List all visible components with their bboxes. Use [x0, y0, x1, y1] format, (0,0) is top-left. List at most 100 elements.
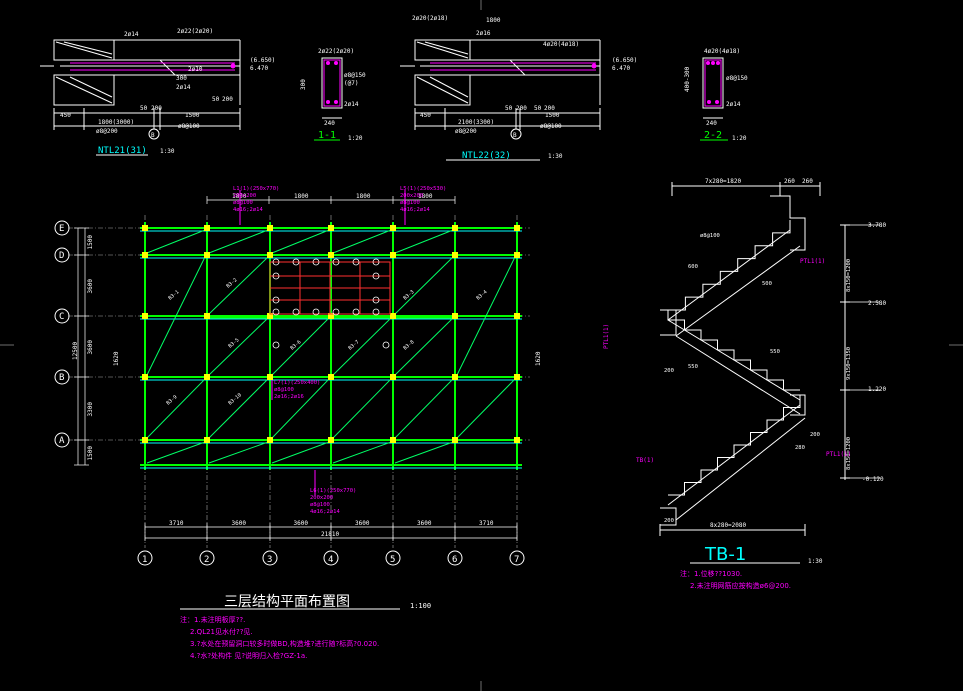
callout-l5-3: ø8@100 — [400, 200, 420, 206]
slab-diagonal-11 — [332, 378, 392, 439]
column-1-0 — [204, 225, 210, 231]
stair-bottom-dim: 8x280=2080 — [710, 522, 747, 529]
section-2-2: 4ø20(4ø18) 400-300 ø8@150 2ø14 240 2-2 1… — [684, 48, 748, 142]
axis-label-col-1: 1 — [142, 555, 147, 565]
col-dim-5: 3710 — [479, 520, 494, 527]
column-6-0 — [514, 225, 520, 231]
ntl22-elev-1: (6.650) — [612, 57, 637, 64]
s11-label: 1-1 — [318, 130, 336, 141]
column-5-4 — [452, 437, 458, 443]
column-0-2 — [142, 313, 148, 319]
column-2-3 — [267, 374, 273, 380]
col-dim-2: 3600 — [294, 520, 309, 527]
stair-title: TB-1 — [704, 544, 746, 565]
row-dim-3: 3300 — [87, 402, 94, 417]
column-3-1 — [328, 252, 334, 258]
stair-label-stirrup: ø8@100 — [700, 233, 720, 239]
ntl21-dim-450: 450 — [60, 112, 71, 119]
slab-diagonal-5 — [271, 317, 330, 376]
row-total-dim: 12500 — [72, 342, 79, 360]
slab-diagonal-13 — [456, 378, 516, 439]
col-dim-1: 3600 — [232, 520, 247, 527]
slab-diagonal-18 — [394, 229, 454, 254]
column-1-1 — [204, 252, 210, 258]
s11-rebar-top: 2ø22(2ø20) — [318, 48, 354, 55]
row-dim-4: 1500 — [87, 446, 94, 461]
stair-label-280: 280 — [795, 445, 805, 451]
ntl22-label: NTL22(32) — [462, 151, 511, 161]
plan-callouts — [239, 190, 406, 495]
column-4-2 — [390, 313, 396, 319]
s11-rebar-bottom: 2ø14 — [344, 101, 359, 108]
axis-label-col-4: 4 — [328, 555, 333, 565]
axis-bubble-row-1 — [54, 247, 70, 263]
ntl21-dim-1800: 1800(3000) — [98, 119, 134, 126]
axis-bubble-row-2 — [54, 308, 70, 324]
stair-top-dim: 7x280=1820 — [705, 178, 742, 185]
top-dim-0: 1800 — [232, 193, 247, 200]
column-0-4 — [142, 437, 148, 443]
ntl22-stirrup-2: ø8@100 — [540, 123, 562, 130]
ntl21-rebar-side: 2ø10 — [188, 66, 203, 73]
node-marker-3 — [332, 258, 340, 266]
column-5-3 — [452, 374, 458, 380]
top-dim-2: 1800 — [356, 193, 371, 200]
slab-label-5: B3-6 — [289, 339, 302, 351]
column-5-1 — [452, 252, 458, 258]
stair-label-ptl1-a: PTL1(1) — [800, 258, 825, 265]
ntl22-dim-1800: 1800 — [486, 17, 501, 24]
axis-label-col-3: 3 — [267, 555, 272, 565]
axis-label-col-7: 7 — [514, 555, 519, 565]
ntl21-dim-1500: 1500 — [185, 112, 200, 119]
axis-bubble-row-3 — [54, 369, 70, 385]
callout-l1-2: 200x200 — [233, 193, 256, 199]
stair-label-ptl1-c: PTL1(1) — [603, 324, 610, 349]
stair-label-550b: 550 — [770, 349, 780, 355]
column-4-0 — [390, 225, 396, 231]
ntl21-elev-2: 6.470 — [250, 65, 268, 72]
stair-steps-flight-3 — [668, 395, 801, 496]
s22-dim-w: 240 — [706, 120, 717, 127]
column-6-4 — [514, 437, 520, 443]
ntl22-dim-1500: 1500 — [545, 112, 560, 119]
column-1-3 — [204, 374, 210, 380]
callout-l6-2: 200x200 — [310, 495, 333, 501]
ntl22-axis-bubble: B — [513, 132, 517, 139]
ntl22-elev-2: 6.470 — [612, 65, 630, 72]
node-marker-0 — [272, 258, 280, 266]
slab-diagonal-16 — [271, 229, 330, 254]
plan-scale: 1:100 — [410, 602, 431, 610]
axis-label-col-5: 5 — [390, 555, 395, 565]
ntl22-dim-200a: 200 — [516, 105, 527, 112]
axis-label-row-3: B — [59, 373, 64, 383]
slab-diagonal-1 — [208, 256, 269, 315]
column-3-4 — [328, 437, 334, 443]
s11-stirrup: ø8@150 — [344, 72, 366, 79]
top-dim-3: 1800 — [418, 193, 433, 200]
callout-l1-4: 4ø16;2ø14 — [233, 207, 263, 213]
node-marker-16 — [272, 341, 280, 349]
s11-dim-h: 300 — [300, 79, 307, 90]
slab-diagonal-7 — [394, 317, 454, 376]
column-0-1 — [142, 252, 148, 258]
node-marker-17 — [382, 341, 390, 349]
axis-label-row-0: E — [59, 224, 64, 234]
slab-diagonal-20 — [208, 441, 269, 464]
stair-steps-flight-2 — [667, 310, 800, 391]
slab-label-9: B3-10 — [227, 392, 242, 406]
col-dim-3: 3600 — [355, 520, 370, 527]
axis-bubble-col-6 — [447, 550, 463, 566]
ntl22-dim-200b: 200 — [544, 105, 555, 112]
stair-label-500: 500 — [762, 281, 772, 287]
column-3-2 — [328, 313, 334, 319]
ntl21-dim-300: 300 — [176, 75, 187, 82]
ntl21-dim-200a: 200 — [151, 105, 162, 112]
left-dim-1620: 1620 — [113, 351, 120, 366]
slab-label-4: B3-5 — [227, 337, 240, 349]
ntl21-scale: 1:30 — [160, 148, 175, 155]
stair-label-tb1: TB(1) — [636, 457, 654, 464]
axis-bubble-row-4 — [54, 432, 70, 448]
callout-l5-2: 200x200 — [400, 193, 423, 199]
